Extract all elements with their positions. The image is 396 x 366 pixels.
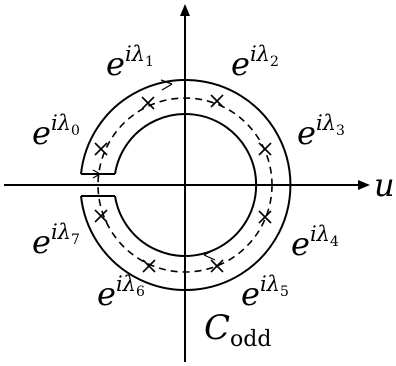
eigenvalue-cross-2 xyxy=(210,94,224,108)
inner-contour-arc xyxy=(114,113,258,257)
eigen-label-7: eiλ7 xyxy=(32,220,80,261)
eigen-label-2: eiλ2 xyxy=(231,42,279,83)
contour-direction-arrow-bottom xyxy=(203,249,216,261)
eigen-label-3: eiλ3 xyxy=(297,111,345,152)
eigenvalue-cross-0 xyxy=(94,142,108,156)
eigen-label-6: eiλ6 xyxy=(97,272,145,313)
eigenvalue-cross-5 xyxy=(210,259,224,273)
eigen-label-5: eiλ5 xyxy=(241,272,289,313)
contour-direction-arrow-gap xyxy=(92,169,101,179)
axis-label-u: u xyxy=(374,166,395,204)
eigen-label-1: eiλ1 xyxy=(106,42,154,83)
eigenvalue-cross-1 xyxy=(141,96,155,110)
eigen-label-4: eiλ4 xyxy=(291,222,339,263)
eigenvalue-cross-4 xyxy=(258,210,272,224)
eigenvalue-cross-6 xyxy=(142,259,156,273)
unit-circle-dashed xyxy=(97,97,273,273)
eigenvalue-cross-3 xyxy=(258,142,272,156)
eigen-label-0: eiλ0 xyxy=(32,111,80,152)
contour-direction-arrow-top xyxy=(160,79,173,91)
outer-contour-arc xyxy=(80,79,292,291)
contour-label: Codd xyxy=(204,308,271,352)
eigenvalue-cross-7 xyxy=(94,209,108,223)
